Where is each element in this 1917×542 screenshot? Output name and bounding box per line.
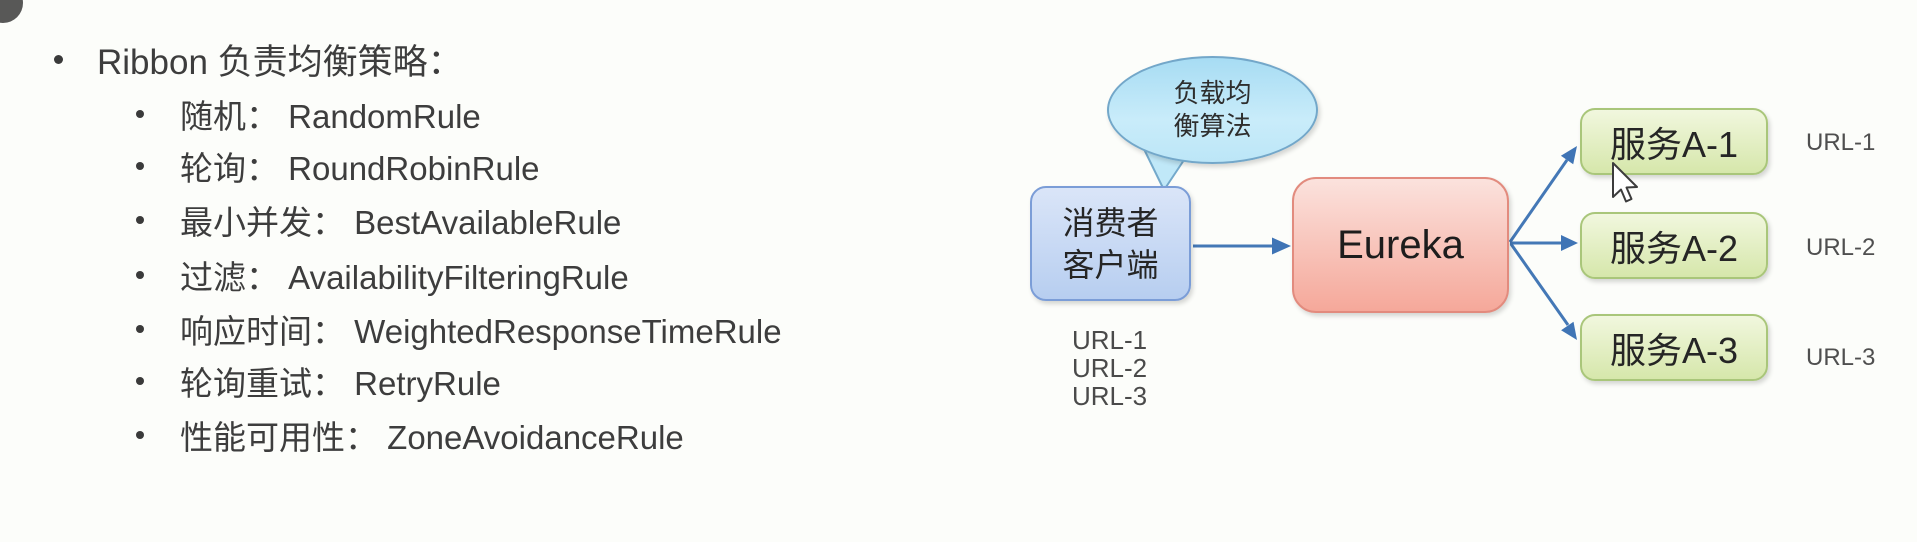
- bullet-icon: [136, 216, 144, 224]
- list-item-availabilityfiltering: 过滤： AvailabilityFilteringRule: [136, 252, 629, 298]
- list-item-label: 随机： RandomRule: [180, 98, 481, 135]
- list-item-label: 性能可用性： ZoneAvoidanceRule: [180, 419, 684, 456]
- list-item-label: 过滤： AvailabilityFilteringRule: [180, 259, 629, 296]
- service-a1-label: 服务A-1: [1609, 123, 1739, 165]
- list-item-zoneavoidance: 性能可用性： ZoneAvoidanceRule: [136, 412, 684, 458]
- bullet-icon: [136, 431, 144, 439]
- list-item-label: 轮询重试： RetryRule: [180, 365, 501, 402]
- consumer-url-list: URL-1 URL-2 URL-3: [1072, 326, 1147, 410]
- consumer-url-3: URL-3: [1072, 381, 1148, 411]
- bullet-icon: [54, 54, 63, 64]
- eureka-label: Eureka: [1337, 222, 1464, 267]
- service-a2-url: URL-2: [1806, 234, 1876, 261]
- consumer-line1: 消费者: [1062, 204, 1159, 241]
- list-item-retry: 轮询重试： RetryRule: [136, 358, 501, 404]
- callout-line1: 负载均: [1173, 78, 1252, 108]
- list-title: Ribbon 负责均衡策略：: [97, 42, 463, 82]
- bullet-icon: [136, 325, 144, 333]
- bullet-icon: [136, 162, 144, 170]
- bullet-icon: [136, 377, 144, 385]
- eureka-box: Eureka: [1292, 177, 1509, 313]
- service-a3-box: 服务A-3: [1580, 314, 1768, 381]
- list-title-row: Ribbon 负责均衡策略：: [54, 36, 463, 82]
- list-item-label: 轮询： RoundRobinRule: [180, 150, 540, 187]
- consumer-url-1: URL-1: [1072, 325, 1148, 355]
- list-item-label: 最小并发： BestAvailableRule: [180, 204, 622, 241]
- load-balance-callout: 负载均 衡算法: [1107, 56, 1318, 164]
- bullet-icon: [136, 110, 144, 118]
- service-a3-url: URL-3: [1806, 344, 1876, 371]
- consumer-line2: 客户端: [1062, 246, 1159, 283]
- list-item-weightedresponsetime: 响应时间： WeightedResponseTimeRule: [136, 306, 782, 352]
- mouse-cursor-icon: [1612, 162, 1638, 203]
- service-a1-box: 服务A-1: [1580, 108, 1768, 175]
- list-item-label: 响应时间： WeightedResponseTimeRule: [180, 313, 782, 350]
- service-a2-label: 服务A-2: [1609, 227, 1739, 269]
- consumer-url-2: URL-2: [1072, 353, 1148, 383]
- list-item-random: 随机： RandomRule: [136, 91, 481, 137]
- callout-line2: 衡算法: [1173, 111, 1252, 141]
- bullet-icon: [136, 271, 144, 279]
- service-a1-url: URL-1: [1806, 129, 1876, 156]
- list-item-bestavailable: 最小并发： BestAvailableRule: [136, 197, 621, 243]
- service-a3-label: 服务A-3: [1609, 329, 1739, 371]
- consumer-client-box: 消费者 客户端: [1030, 186, 1191, 301]
- list-item-roundrobin: 轮询： RoundRobinRule: [136, 143, 540, 189]
- service-a2-box: 服务A-2: [1580, 212, 1768, 279]
